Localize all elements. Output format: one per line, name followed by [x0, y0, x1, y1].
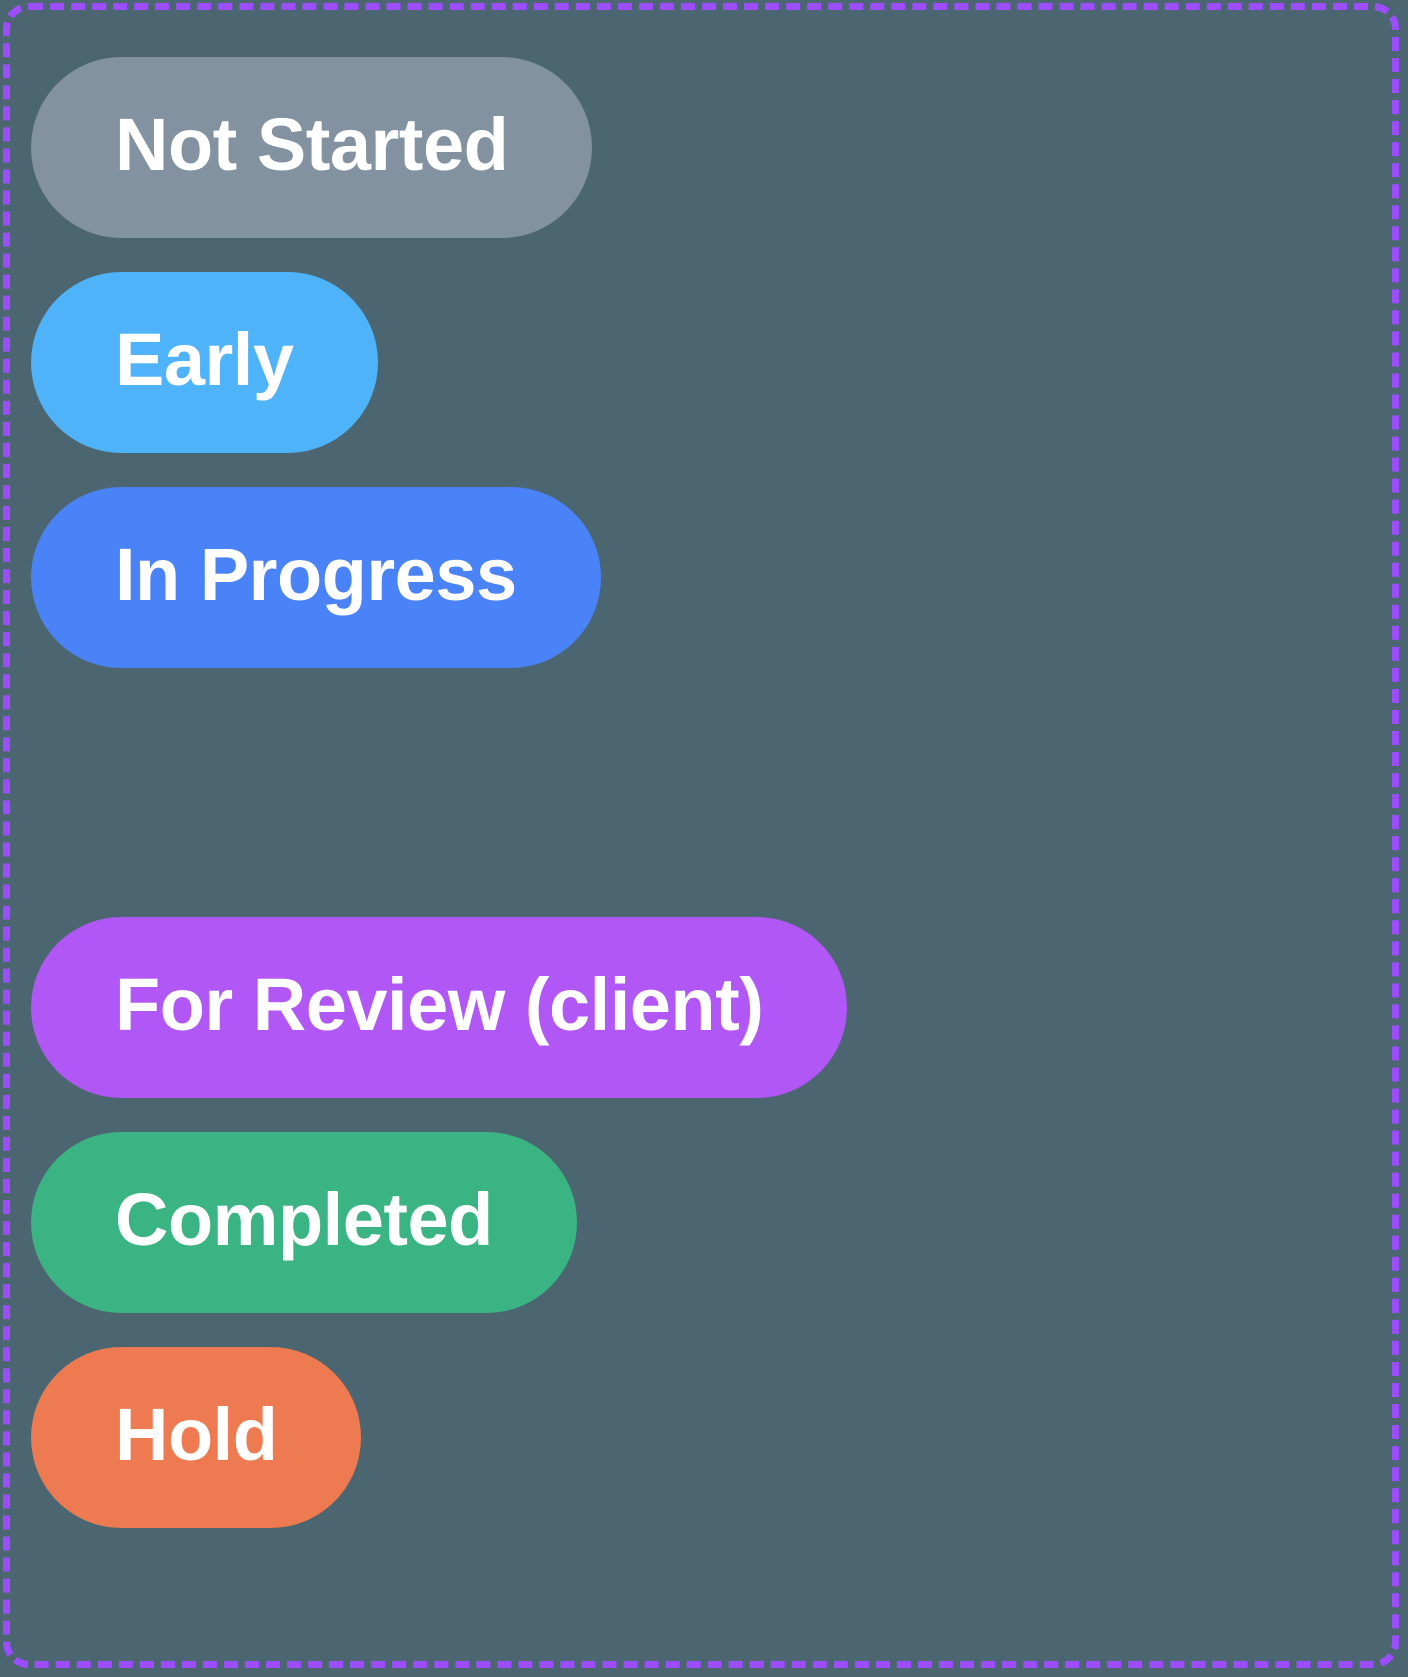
- status-pill-for-review-client[interactable]: For Review (client): [31, 917, 848, 1098]
- status-pill-completed[interactable]: Completed: [31, 1132, 577, 1313]
- status-pill-label: For Review (client): [115, 962, 764, 1046]
- status-pill-in-progress[interactable]: In Progress: [31, 487, 601, 668]
- status-pill-label: In Progress: [115, 532, 517, 616]
- status-pill-hold[interactable]: Hold: [31, 1347, 362, 1528]
- status-pill-label: Early: [115, 317, 294, 401]
- status-pill-label: Not Started: [115, 102, 509, 186]
- status-pill-early[interactable]: Early: [31, 272, 378, 453]
- status-pill-not-started[interactable]: Not Started: [31, 57, 593, 238]
- status-pill-label: Hold: [115, 1392, 278, 1476]
- status-pill-label: Completed: [115, 1177, 493, 1261]
